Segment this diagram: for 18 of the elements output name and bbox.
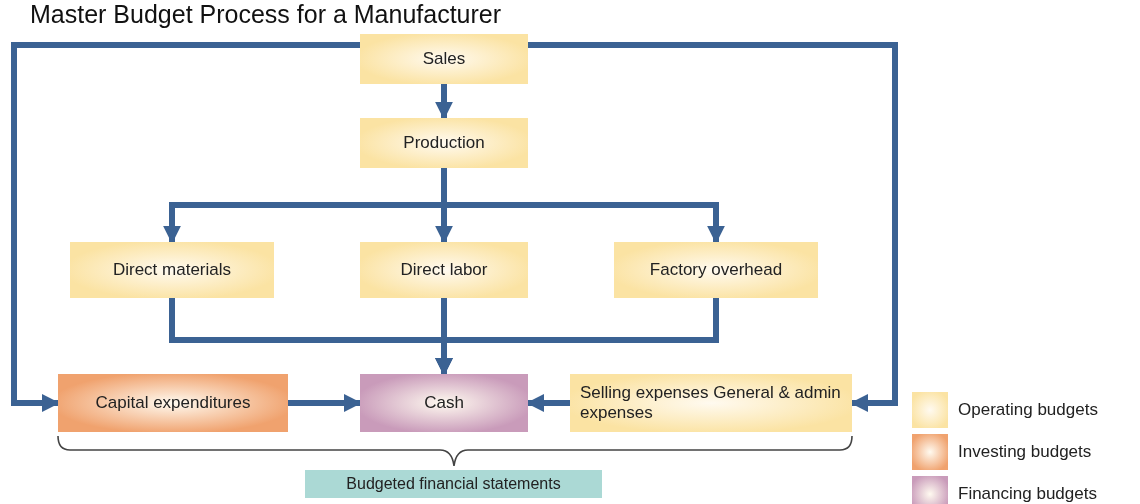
arrow: [435, 84, 453, 120]
arrow: [441, 168, 725, 244]
budget-box: Factory overhead: [614, 242, 818, 298]
summary-box: Budgeted financial statements: [305, 470, 602, 498]
budget-box: Direct materials: [70, 242, 274, 298]
budget-box: Direct labor: [360, 242, 528, 298]
arrow: [11, 42, 360, 412]
budget-box: Cash: [360, 374, 528, 432]
legend-label: Investing budgets: [958, 442, 1092, 462]
arrow: [528, 42, 898, 412]
budget-box: Production: [360, 118, 528, 168]
budget-box: Sales: [360, 34, 528, 84]
diagram-title: Master Budget Process for a Manufacturer: [30, 0, 502, 29]
legend-label: Financing budgets: [958, 484, 1097, 504]
legend-label: Operating budgets: [958, 400, 1098, 420]
budget-box: Selling expenses General & admin expenses: [570, 374, 852, 432]
budget-box: Capital expenditures: [58, 374, 288, 432]
arrow: [288, 394, 362, 412]
